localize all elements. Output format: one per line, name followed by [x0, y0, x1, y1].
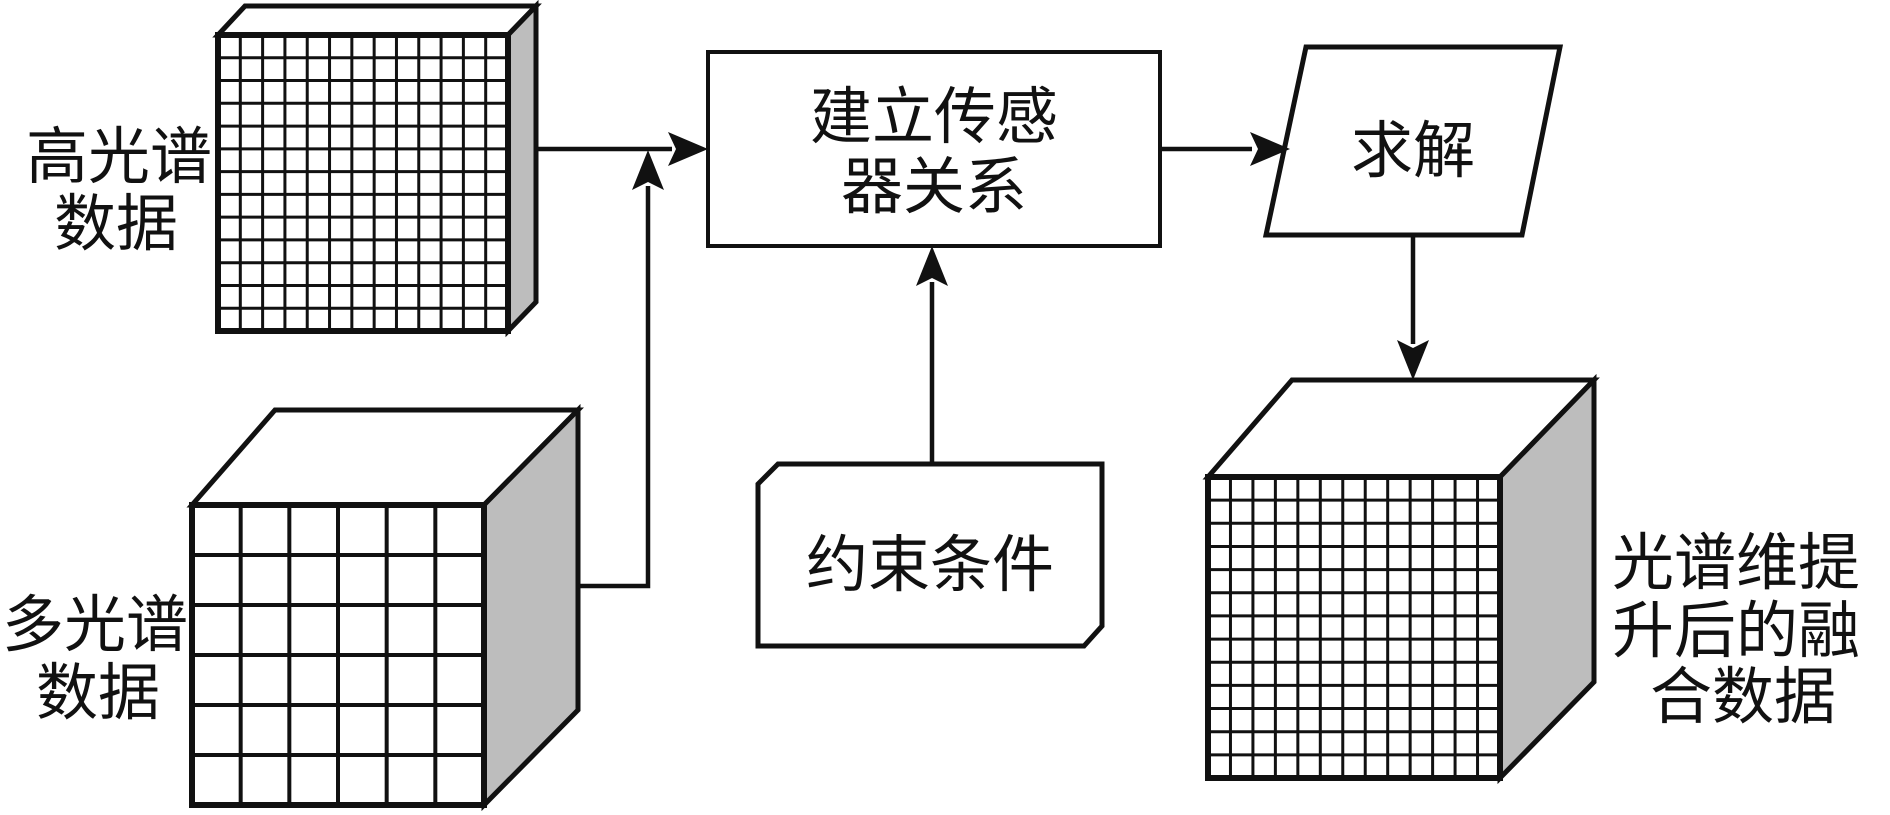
arrowhead-multispectral-up — [632, 150, 664, 190]
hyperspectral-cube-side — [505, 0, 539, 338]
sensor-relation-label-line-1: 建立传感 — [810, 80, 1058, 153]
fused-label-line-2: 升后的融 — [1612, 594, 1860, 667]
multispectral-cube — [186, 403, 584, 812]
arrowhead-into-sensor-bottom — [916, 246, 948, 286]
connector-multispectral-to-junction — [578, 186, 651, 589]
constraints-label: 约束条件 — [806, 528, 1054, 601]
solve-parallelogram — [1262, 44, 1564, 238]
hyperspectral-label-line-2: 数据 — [54, 187, 178, 260]
hyperspectral-cube — [212, 0, 542, 338]
multispectral-label-line-2: 数据 — [36, 656, 160, 729]
fused-label-line-1: 光谱维提 — [1612, 526, 1860, 599]
sensor-relation-box — [706, 50, 1162, 248]
fused-label-line-3: 合数据 — [1650, 660, 1836, 733]
arrowhead-into-solve — [1250, 132, 1290, 166]
fused-grid — [1208, 477, 1500, 778]
sensor-relation-label-line-2: 器关系 — [841, 150, 1027, 223]
constraints-box — [755, 461, 1105, 649]
multispectral-label-line-1: 多光谱 — [2, 588, 188, 661]
hyperspectral-grid — [218, 35, 508, 331]
hyperspectral-label-line-1: 高光谱 — [26, 120, 212, 193]
solve-label: 求解 — [1351, 114, 1475, 187]
fused-cube-front — [1205, 474, 1503, 781]
hyperspectral-cube-top — [212, 3, 542, 38]
arrowhead-into-fused-cube — [1397, 340, 1429, 380]
multispectral-grid — [192, 505, 484, 805]
fused-cube — [1202, 373, 1600, 785]
arrowhead-into-sensor-box — [668, 132, 708, 166]
hyperspectral-cube-front — [215, 32, 511, 334]
